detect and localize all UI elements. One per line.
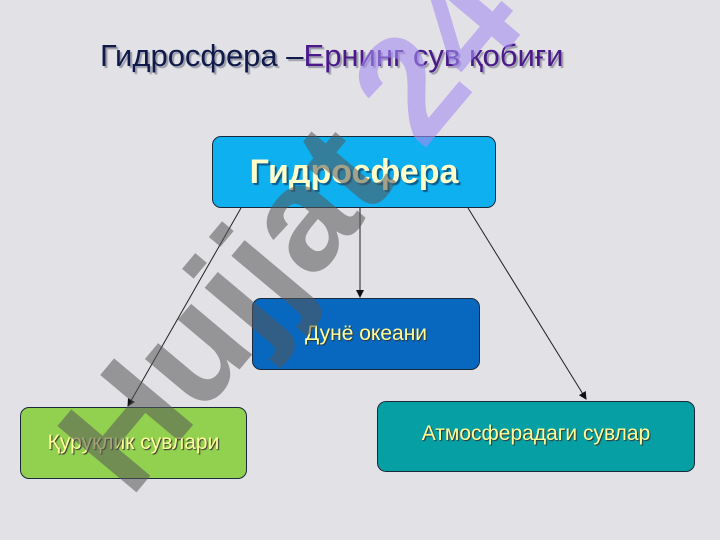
- slide-title: Гидросфера –Ернинг сув қобиғи: [100, 38, 564, 74]
- node-label: Дунё океани: [304, 322, 428, 345]
- node-land-waters[interactable]: Қуруқлик сувлари: [20, 407, 247, 479]
- arrow-to-land: [127, 207, 242, 407]
- node-label: Қуруқлик сувлари: [47, 431, 220, 454]
- arrow-to-atmosphere: [467, 207, 587, 400]
- title-part1: Гидросфера –: [100, 38, 304, 73]
- node-label: Атмосферадаги сувлар: [421, 422, 651, 445]
- node-hydrosphere[interactable]: Гидросфера: [212, 136, 496, 208]
- node-world-ocean[interactable]: Дунё океани: [252, 298, 480, 370]
- node-label: Гидросфера: [249, 152, 459, 191]
- node-atmospheric-waters[interactable]: Атмосферадаги сувлар: [377, 401, 695, 472]
- title-part2: Ернинг сув қобиғи: [303, 38, 564, 73]
